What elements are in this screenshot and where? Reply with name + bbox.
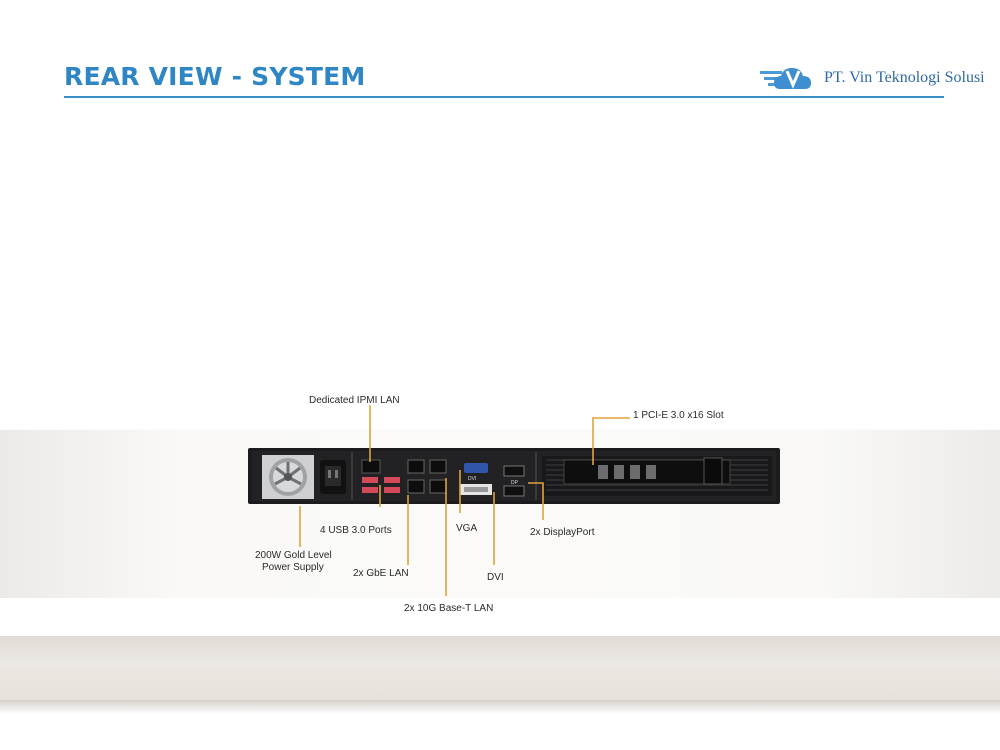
floor-surface (0, 636, 1000, 702)
displayport-2 (503, 485, 525, 497)
floor-shadow (0, 700, 1000, 714)
title-underline (64, 96, 944, 98)
company-name: PT. Vin Teknologi Solusi (824, 69, 985, 86)
displayport-leader (528, 482, 544, 520)
psu-fan-icon (262, 455, 314, 499)
page-title: REAR VIEW - SYSTEM (64, 62, 366, 91)
server-rear-panel: DVI DP (248, 448, 780, 504)
vga-port (464, 463, 488, 473)
dp-mark: DP (511, 480, 519, 486)
power-inlet-icon (320, 460, 346, 494)
pcie-card-ports (598, 465, 656, 479)
cloud-logo-icon (760, 68, 811, 89)
dvi-label: DVI (487, 572, 504, 583)
usb-ports (362, 477, 400, 493)
company-logo: PT. Vin Teknologi Solusi (760, 62, 985, 94)
ipmi-lan-port (361, 459, 381, 474)
ipmi-label: Dedicated IPMI LAN (309, 395, 400, 406)
dvi-mark: DVI (468, 476, 476, 482)
lan-ports (407, 459, 447, 494)
usb-label: 4 USB 3.0 Ports (320, 525, 392, 536)
10g-label: 2x 10G Base-T LAN (404, 603, 493, 614)
psu-label-line1: 200W Gold Level (255, 550, 332, 561)
vga-label: VGA (456, 523, 477, 534)
pcie-leader (592, 417, 630, 465)
displayport-label: 2x DisplayPort (530, 527, 595, 538)
slot-bracket (703, 457, 723, 485)
displayport-1 (503, 465, 525, 477)
psu-label-line2: Power Supply (262, 562, 324, 573)
gbe-label: 2x GbE LAN (353, 568, 409, 579)
pcie-label: 1 PCI-E 3.0 x16 Slot (633, 410, 724, 421)
